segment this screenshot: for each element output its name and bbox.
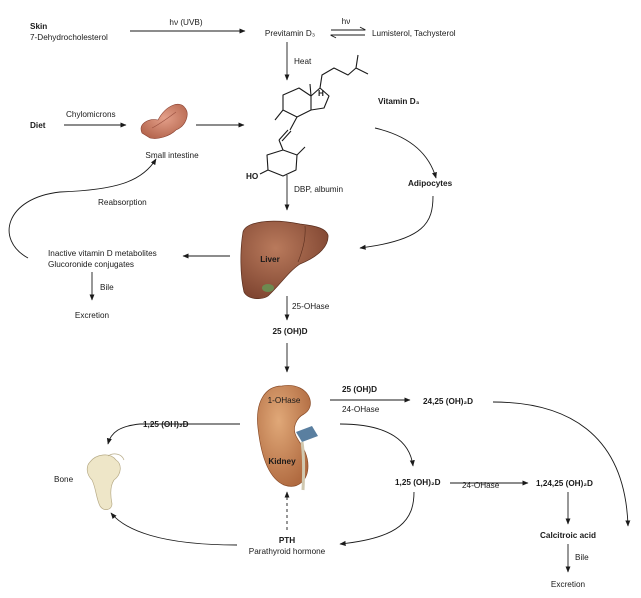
25-oh-d-top-label: 25 (OH)D (342, 385, 377, 394)
pth-label: PTH (279, 536, 295, 545)
1-25-oh2d-mid-label: 1,25 (OH)₂D (395, 478, 441, 487)
vitd-to-adipocytes-arrow (374, 127, 437, 179)
excretion-label-2: Excretion (551, 580, 586, 589)
25-oh-d-label: 25 (OH)D (272, 327, 307, 336)
small-intestine-label: Small intestine (145, 151, 199, 160)
vitamin-d3-structure-icon (259, 54, 369, 177)
inactive-metabolites-label: Inactive vitamin D metabolites (48, 249, 157, 258)
previtamin-d3-label: Previtamin D₃ (265, 29, 315, 38)
bile-label-2: Bile (575, 553, 589, 562)
calcitroic-acid-label: Calcitroic acid (540, 531, 596, 540)
24-25-oh2d-label: 24,25 (OH)₂D (423, 397, 473, 406)
bone-label: Bone (54, 475, 74, 484)
1-ohase-label: 1-OHase (268, 396, 301, 405)
hv-label: hν (342, 17, 351, 26)
kidney-to-125-left-arrow (106, 423, 240, 445)
hydrogen-atom-label: H (318, 89, 324, 98)
uvb-label: hν (UVB) (169, 18, 202, 27)
reabsorption-arrow (8, 158, 157, 259)
reabsorption-label: Reabsorption (98, 198, 147, 207)
small-intestine-icon (140, 104, 188, 139)
125-to-pth-arrow (339, 491, 415, 546)
liver-icon (240, 220, 329, 299)
1-24-25-oh2d-label: 1,24,25 (OH)₂D (536, 479, 593, 488)
bone-icon (86, 453, 125, 510)
kidney-to-125-mid-arrow (339, 423, 415, 467)
heat-label: Heat (294, 57, 312, 66)
bile-label-1: Bile (100, 283, 114, 292)
pth-to-bone-arrow (110, 512, 238, 546)
25-ohase-label: 25-OHase (292, 302, 330, 311)
2425-to-calcitroic-arrow (492, 401, 631, 527)
24-ohase-mid-label: 24-OHase (462, 481, 500, 490)
adipocytes-label: Adipocytes (408, 179, 453, 188)
lumisterol-label: Lumisterol, Tachysterol (372, 29, 456, 38)
kidney-icon (257, 385, 318, 491)
excretion-label-1: Excretion (75, 311, 110, 320)
parathyroid-hormone-label: Parathyroid hormone (249, 547, 326, 556)
dbp-albumin-label: DBP, albumin (294, 185, 343, 194)
liver-label: Liver (260, 255, 280, 264)
kidney-label: Kidney (268, 457, 296, 466)
24-ohase-top-label: 24-OHase (342, 405, 380, 414)
chylomicrons-label: Chylomicrons (66, 110, 116, 119)
skin-label: Skin (30, 22, 47, 31)
adipocytes-to-liver-arrow (359, 195, 434, 250)
dehydrocholesterol-label: 7-Dehydrocholesterol (30, 33, 108, 42)
glucuronide-conjugates-label: Glucoronide conjugates (48, 260, 134, 269)
diet-label: Diet (30, 121, 46, 130)
1-25-oh2d-left-label: 1,25 (OH)₂D (143, 420, 189, 429)
hydroxyl-label: HO (246, 172, 259, 181)
vitamin-d3-label: Vitamin D₃ (378, 97, 420, 106)
